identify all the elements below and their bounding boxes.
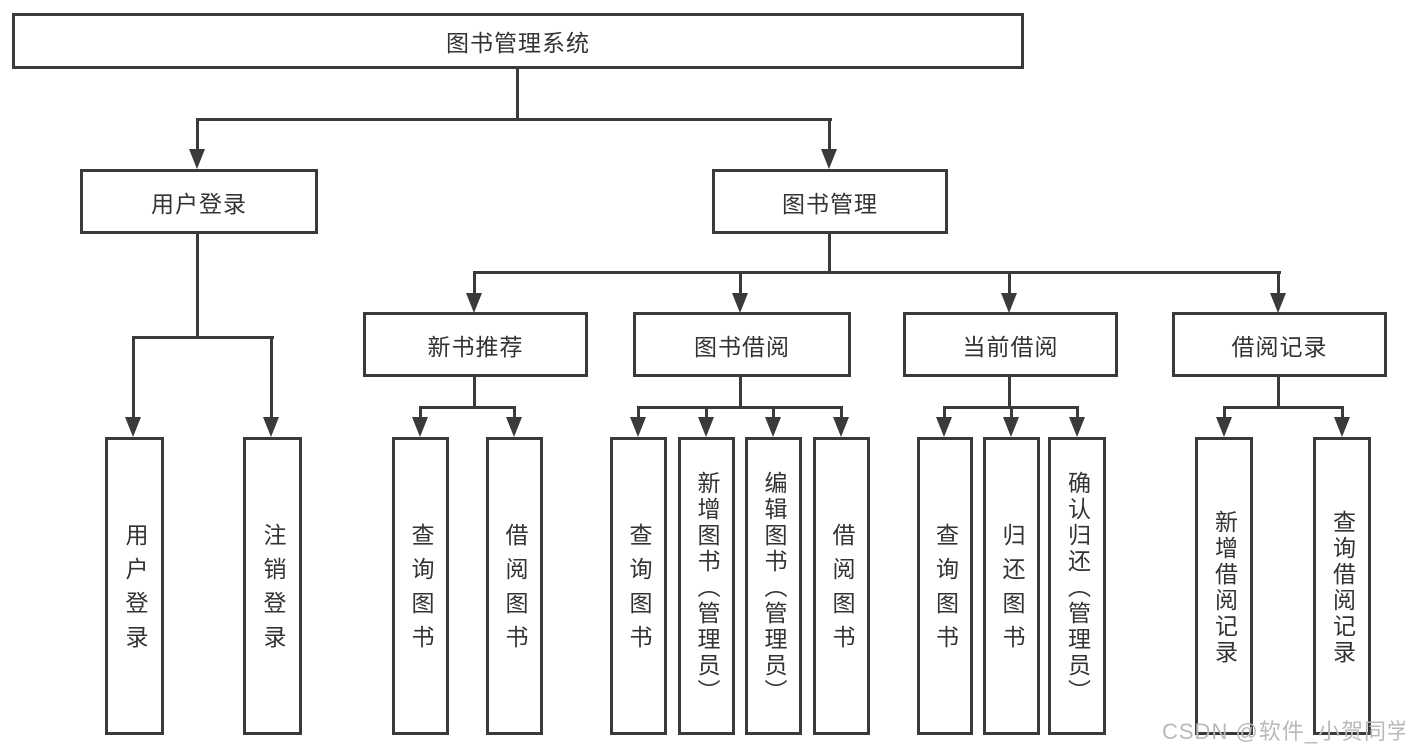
connector-new-book-rec-drop — [473, 271, 476, 295]
connector-cb-query-drop — [943, 406, 946, 419]
node-new-book-recommend: 新书推荐 — [363, 312, 588, 377]
connector-book-borrow-stub — [739, 376, 742, 406]
leaf-add-book-admin: 新增图书（管理员） — [678, 437, 735, 735]
connector-book-mgmt-stub — [828, 233, 831, 271]
arrowhead-rec-borrow-icon — [506, 417, 522, 437]
arrowhead-user-login-icon — [189, 149, 205, 169]
arrowhead-leaf-login-icon — [125, 417, 141, 437]
connector-new-book-rec-stub — [473, 376, 476, 406]
connector-root-stub — [516, 68, 519, 118]
arrowhead-bb-edit-icon — [765, 417, 781, 437]
connector-user-login-drop — [196, 118, 199, 151]
connector-user-login-rail — [132, 336, 274, 339]
connector-book-borrow-rail — [637, 406, 843, 409]
leaf-return-book: 归还图书 — [983, 437, 1040, 735]
connector-cb-confirm-drop — [1076, 406, 1079, 419]
leaf-query-book-current: 查询图书 — [917, 437, 973, 735]
arrowhead-cb-query-icon — [936, 417, 952, 437]
node-library-system: 图书管理系统 — [12, 13, 1024, 69]
node-current-borrow: 当前借阅 — [903, 312, 1118, 377]
arrowhead-bb-add-icon — [698, 417, 714, 437]
arrowhead-br-query-icon — [1334, 417, 1350, 437]
arrowhead-borrow-record-icon — [1270, 293, 1286, 313]
connector-current-borrow-drop — [1008, 271, 1011, 295]
leaf-borrow-book: 借阅图书 — [813, 437, 870, 735]
arrowhead-br-add-icon — [1216, 417, 1232, 437]
arrowhead-leaf-logout-icon — [263, 417, 279, 437]
connector-level2-rail — [196, 118, 832, 121]
leaf-query-borrow-record: 查询借阅记录 — [1313, 437, 1371, 735]
node-book-borrow: 图书借阅 — [633, 312, 851, 377]
node-borrow-records: 借阅记录 — [1172, 312, 1387, 377]
connector-user-login-stub — [196, 233, 199, 336]
connector-cb-return-drop — [1010, 406, 1013, 419]
connector-borrow-record-stub — [1277, 376, 1280, 406]
connector-rec-borrow-drop — [513, 406, 516, 419]
connector-rec-query-drop — [419, 406, 422, 419]
leaf-logout: 注销登录 — [243, 437, 302, 735]
node-user-login: 用户登录 — [80, 169, 318, 234]
connector-bb-add-drop — [705, 406, 708, 419]
leaf-add-borrow-record: 新增借阅记录 — [1195, 437, 1253, 735]
connector-current-borrow-stub — [1008, 376, 1011, 406]
arrowhead-cb-confirm-icon — [1069, 417, 1085, 437]
arrowhead-book-borrow-icon — [732, 293, 748, 313]
leaf-query-book-borrow: 查询图书 — [610, 437, 667, 735]
arrowhead-rec-query-icon — [412, 417, 428, 437]
connector-br-query-drop — [1341, 406, 1344, 419]
connector-borrow-record-rail — [1223, 406, 1344, 409]
arrowhead-bb-query-icon — [630, 417, 646, 437]
connector-br-add-drop — [1223, 406, 1226, 419]
arrowhead-current-borrow-icon — [1001, 293, 1017, 313]
connector-book-borrow-drop — [739, 271, 742, 295]
leaf-user-login: 用户登录 — [105, 437, 164, 735]
leaf-borrow-book-recommend: 借阅图书 — [486, 437, 543, 735]
node-book-management: 图书管理 — [712, 169, 948, 234]
arrowhead-cb-return-icon — [1003, 417, 1019, 437]
arrowhead-book-mgmt-icon — [821, 149, 837, 169]
connector-new-book-rec-rail — [419, 406, 516, 409]
leaf-query-book-recommend: 查询图书 — [392, 437, 449, 735]
leaf-edit-book-admin: 编辑图书（管理员） — [745, 437, 802, 735]
connector-bb-query-drop — [637, 406, 640, 419]
arrowhead-bb-borrow-icon — [833, 417, 849, 437]
connector-leaf-logout-drop — [270, 336, 273, 419]
connector-bb-edit-drop — [772, 406, 775, 419]
connector-bb-borrow-drop — [840, 406, 843, 419]
csdn-watermark: CSDN @软件_小贺同学 — [1162, 719, 1405, 744]
arrowhead-new-book-rec-icon — [466, 293, 482, 313]
connector-level3-rail — [473, 271, 1281, 274]
connector-borrow-record-drop — [1277, 271, 1280, 295]
connector-leaf-login-drop — [132, 336, 135, 419]
connector-book-mgmt-drop — [828, 118, 831, 151]
leaf-confirm-return-admin: 确认归还（管理员） — [1048, 437, 1106, 735]
